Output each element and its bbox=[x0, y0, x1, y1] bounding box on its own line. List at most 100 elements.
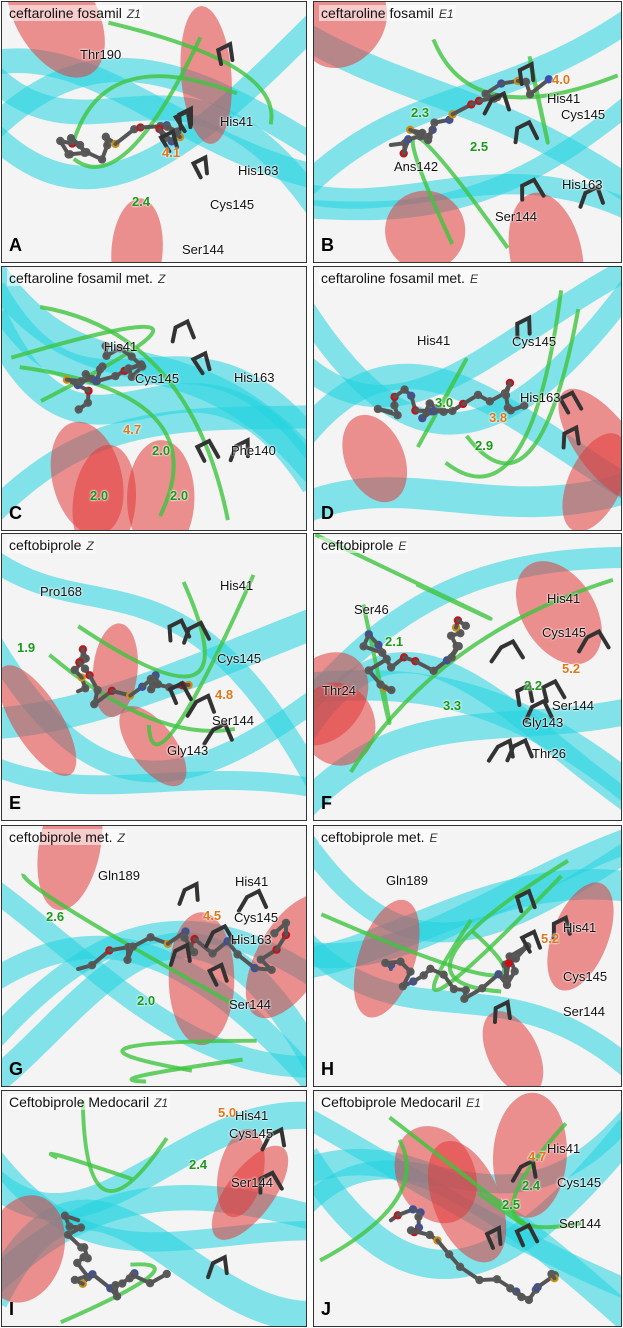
isomer-label: Z1 bbox=[154, 1096, 169, 1110]
hbond-distance: 2.5 bbox=[470, 139, 489, 154]
panel-letter: J bbox=[321, 1299, 332, 1319]
residue-label: Cys145 bbox=[557, 1175, 602, 1190]
residue-label: Ser46 bbox=[354, 602, 389, 617]
panel-title: ceftaroline fosamil met.Z bbox=[7, 270, 168, 286]
panel-letter: C bbox=[9, 503, 22, 523]
protein-ligand-render bbox=[2, 2, 306, 262]
residue-label: Ser144 bbox=[563, 1004, 605, 1019]
panel-title: ceftaroline fosamil E1 bbox=[319, 5, 456, 21]
hbond-distance: 3.0 bbox=[435, 395, 454, 410]
residue-label: Thr26 bbox=[532, 746, 566, 761]
hbond-distance: 2.3 bbox=[411, 105, 430, 120]
protein-ligand-render bbox=[314, 267, 621, 530]
residue-label: Ser144 bbox=[182, 242, 224, 257]
residue-label: Thr24 bbox=[322, 683, 356, 698]
compound-name: ceftobiprole met. bbox=[321, 829, 425, 845]
panel-letter: F bbox=[321, 793, 332, 813]
distance-orange: 5.2 bbox=[562, 661, 581, 676]
isomer-label: E bbox=[469, 272, 478, 286]
residue-label: His163 bbox=[231, 932, 272, 947]
panel-title: Ceftobiprole Medocaril Z1 bbox=[7, 1094, 171, 1110]
panel-title: Ceftobiprole Medocaril E1 bbox=[319, 1094, 483, 1110]
protein-ligand-render bbox=[2, 1100, 306, 1326]
hbond-distance: 2.4 bbox=[132, 194, 151, 209]
distance-orange: 4.7 bbox=[123, 422, 142, 437]
residue-label: Ser144 bbox=[212, 713, 254, 728]
isomer-label: E1 bbox=[466, 1096, 481, 1110]
hbond-distance: 2.0 bbox=[90, 488, 109, 503]
distance-orange: 5.0 bbox=[218, 1105, 237, 1120]
residue-label: Cys145 bbox=[217, 651, 262, 666]
panel-letter: I bbox=[9, 1299, 15, 1319]
residue-label: His41 bbox=[220, 114, 254, 129]
residue-label: Phe140 bbox=[231, 443, 276, 458]
compound-name: ceftaroline fosamil met. bbox=[321, 270, 465, 286]
protein-ligand-render bbox=[314, 2, 621, 262]
residue-label: His41 bbox=[235, 874, 269, 889]
compound-name: ceftaroline fosamil bbox=[321, 5, 434, 21]
residue-label: His41 bbox=[563, 920, 597, 935]
residue-label: Cys145 bbox=[210, 197, 255, 212]
distance-orange: 4.0 bbox=[552, 72, 571, 87]
protein-ligand-render bbox=[2, 826, 306, 1086]
distance-orange: 4.8 bbox=[215, 687, 234, 702]
compound-name: ceftobiprole bbox=[9, 537, 82, 553]
residue-label: Gln189 bbox=[98, 868, 140, 883]
residue-label: His41 bbox=[220, 578, 254, 593]
panel-letter: B bbox=[321, 235, 334, 255]
residue-label: Cys145 bbox=[135, 371, 180, 386]
protein-ligand-render bbox=[314, 1092, 621, 1326]
residue-label: Ser144 bbox=[229, 997, 271, 1012]
residue-label: Gln189 bbox=[386, 873, 428, 888]
hbond-distance: 2.0 bbox=[152, 443, 171, 458]
hbond-distance: 2.5 bbox=[502, 1197, 521, 1212]
panel-letter: G bbox=[9, 1059, 24, 1079]
hbond-distance: 2.6 bbox=[46, 909, 65, 924]
residue-label: His41 bbox=[104, 339, 138, 354]
residue-label: Cys145 bbox=[229, 1126, 274, 1141]
hbond-distance: 3.3 bbox=[443, 698, 462, 713]
panel-title: ceftobiprole met.Z bbox=[7, 829, 127, 845]
residue-label: Gly143 bbox=[522, 715, 564, 730]
hbond-distance: 2.0 bbox=[170, 488, 189, 503]
residue-label: His41 bbox=[547, 591, 581, 606]
panel-title: ceftaroline fosamil met. E bbox=[319, 270, 480, 286]
hbond-distance: 2.4 bbox=[522, 1178, 541, 1193]
hbond-distance: 2.2 bbox=[524, 678, 543, 693]
compound-name: ceftobiprole met. bbox=[9, 829, 113, 845]
isomer-label: E bbox=[429, 831, 438, 845]
protein-ligand-render bbox=[314, 534, 621, 816]
residue-label: His163 bbox=[238, 163, 279, 178]
hbond-distance: 2.1 bbox=[385, 634, 404, 649]
residue-label: Cys145 bbox=[234, 910, 279, 925]
panel-letter: A bbox=[9, 235, 22, 255]
compound-name: ceftaroline fosamil bbox=[9, 5, 122, 21]
compound-name: ceftaroline fosamil met. bbox=[9, 270, 153, 286]
compound-name: Ceftobiprole Medocaril bbox=[9, 1094, 150, 1110]
residue-label: Ser144 bbox=[559, 1216, 601, 1231]
compound-name: Ceftobiprole Medocaril bbox=[321, 1094, 462, 1110]
panel-title: ceftobiprole met. E bbox=[319, 829, 440, 845]
panel-letter: D bbox=[321, 503, 334, 523]
isomer-label: E1 bbox=[438, 7, 454, 21]
residue-label: His41 bbox=[547, 91, 581, 106]
residue-label: Thr190 bbox=[80, 47, 122, 62]
protein-ligand-render bbox=[314, 829, 621, 1086]
panel-letter: H bbox=[321, 1059, 334, 1079]
hbond-distance: 2.4 bbox=[189, 1157, 208, 1172]
protein-ligand-render bbox=[2, 267, 306, 530]
residue-label: His163 bbox=[234, 370, 275, 385]
residue-label: Cys145 bbox=[512, 334, 557, 349]
distance-orange: 4.5 bbox=[203, 908, 222, 923]
